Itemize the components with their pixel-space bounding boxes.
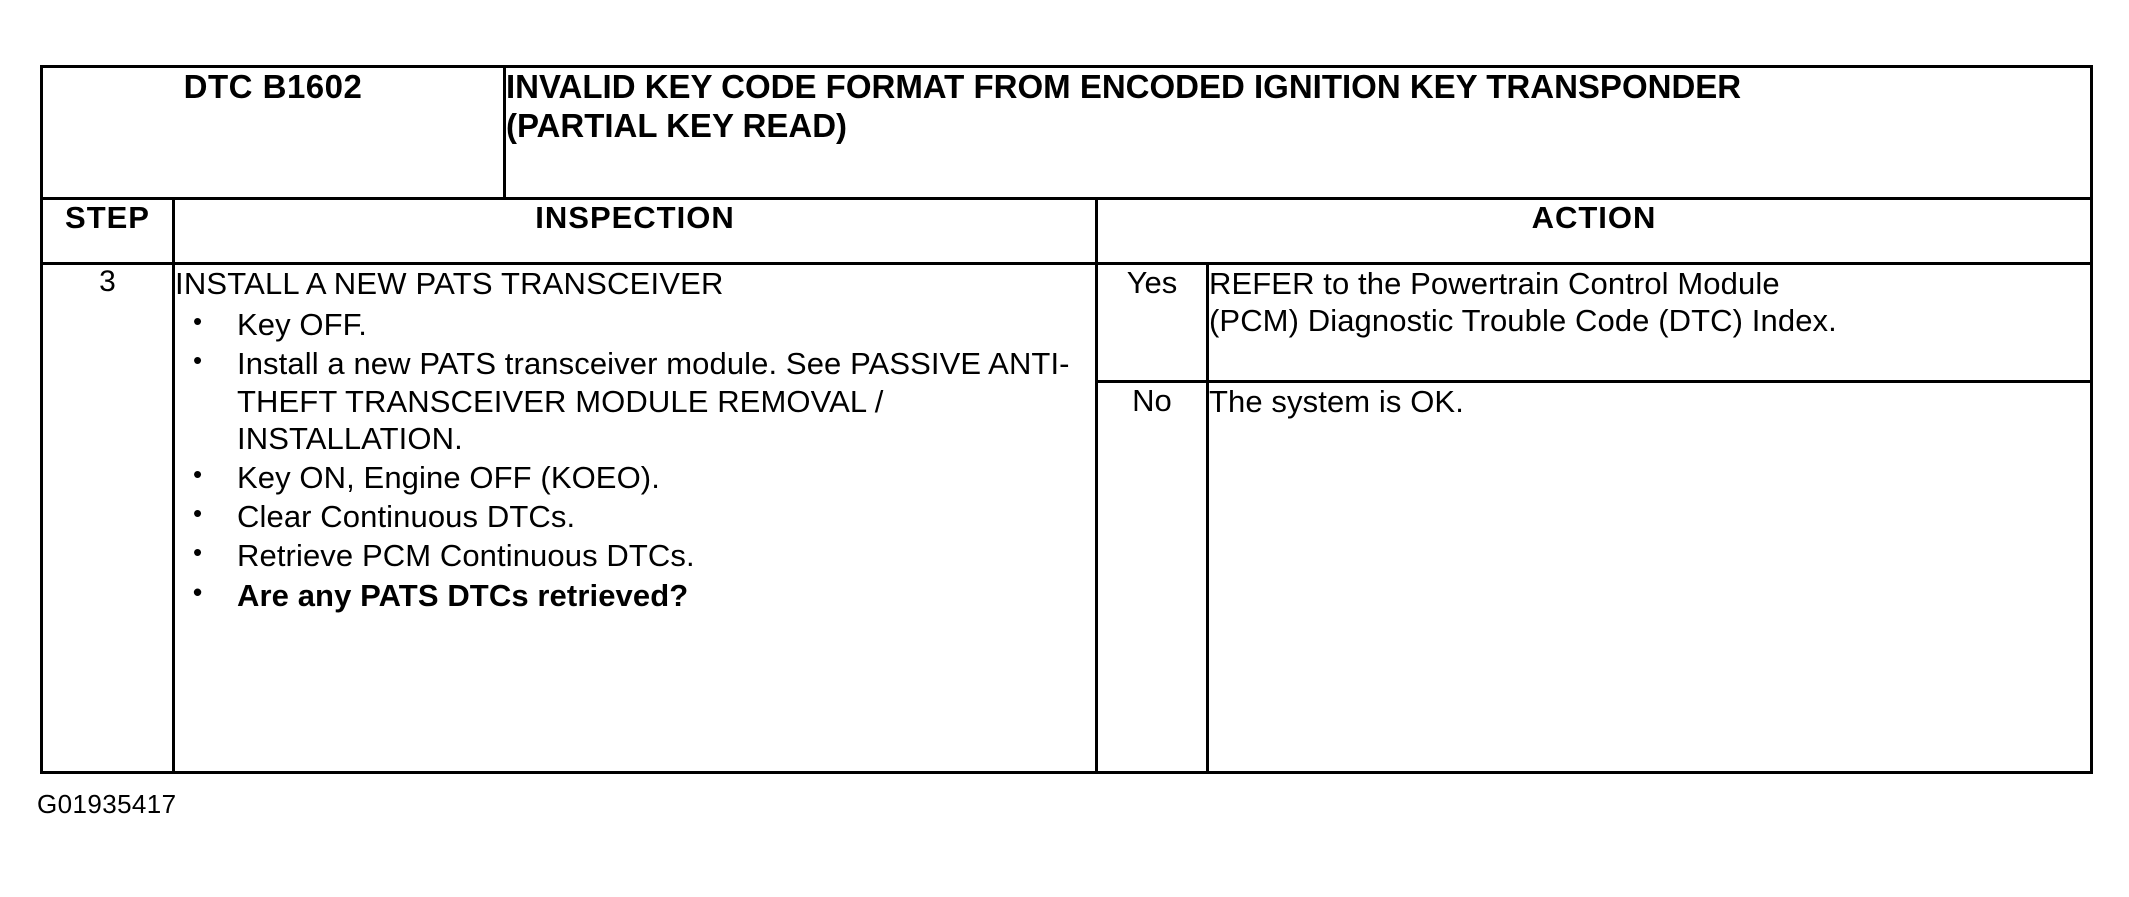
outcome-label-yes: Yes bbox=[1095, 262, 1209, 383]
inspection-heading: INSTALL A NEW PATS TRANSCEIVER bbox=[175, 266, 724, 301]
column-header-action: ACTION bbox=[1094, 197, 2094, 265]
column-header-inspection: INSPECTION bbox=[172, 197, 1098, 265]
inspection-cell: INSTALL A NEW PATS TRANSCEIVER • Key OFF… bbox=[172, 262, 1098, 774]
dtc-diagnostic-table: DTC B1602 INVALID KEY CODE FORMAT FROM E… bbox=[40, 65, 2094, 775]
dtc-title-cell: INVALID KEY CODE FORMAT FROM ENCODED IGN… bbox=[502, 65, 2094, 200]
table-header-row: DTC B1602 INVALID KEY CODE FORMAT FROM E… bbox=[40, 65, 2094, 200]
list-item-text: Retrieve PCM Continuous DTCs. bbox=[237, 538, 695, 574]
list-item: • Clear Continuous DTCs. bbox=[175, 498, 1095, 535]
list-item: • Key ON, Engine OFF (KOEO). bbox=[175, 459, 1095, 496]
column-header-row: STEP INSPECTION ACTION bbox=[40, 197, 2094, 265]
dtc-title-text: INVALID KEY CODE FORMAT FROM ENCODED IGN… bbox=[506, 68, 1742, 144]
step-number-cell: 3 bbox=[40, 262, 175, 774]
action-text-no: The system is OK. bbox=[1209, 383, 1464, 419]
bullet-icon: • bbox=[193, 458, 203, 489]
list-item-question: • Are any PATS DTCs retrieved? bbox=[175, 577, 1095, 614]
list-item-text: Are any PATS DTCs retrieved? bbox=[237, 577, 689, 613]
action-text-yes: REFER to the Powertrain Control Module (… bbox=[1209, 266, 1837, 339]
list-item: • Install a new PATS transceiver module.… bbox=[175, 345, 1095, 457]
bullet-icon: • bbox=[193, 576, 203, 607]
bullet-icon: • bbox=[193, 345, 203, 376]
inspection-bullet-list: • Key OFF. • Install a new PATS transcei… bbox=[175, 306, 1095, 614]
outcome-label-no: No bbox=[1095, 379, 1209, 775]
list-item: • Key OFF. bbox=[175, 306, 1095, 343]
bullet-icon: • bbox=[193, 498, 203, 529]
action-cell-no: The system is OK. bbox=[1205, 379, 2094, 775]
dtc-code-cell: DTC B1602 bbox=[40, 65, 506, 200]
dtc-code-text: DTC B1602 bbox=[183, 68, 363, 105]
table-row: No The system is OK. bbox=[42, 379, 2094, 775]
column-header-step: STEP bbox=[40, 197, 175, 265]
bullet-icon: • bbox=[193, 306, 203, 337]
bullet-icon: • bbox=[193, 537, 203, 568]
figure-caption: G01935417 bbox=[37, 789, 177, 819]
list-item-text: Install a new PATS transceiver module. S… bbox=[237, 346, 1070, 456]
list-item-text: Key OFF. bbox=[237, 307, 367, 343]
list-item: • Retrieve PCM Continuous DTCs. bbox=[175, 537, 1095, 574]
list-item-text: Clear Continuous DTCs. bbox=[237, 499, 576, 535]
action-cell-yes: REFER to the Powertrain Control Module (… bbox=[1205, 262, 2094, 383]
list-item-text: Key ON, Engine OFF (KOEO). bbox=[237, 459, 660, 495]
table-row: 3 INSTALL A NEW PATS TRANSCEIVER • Key O… bbox=[40, 262, 2094, 774]
